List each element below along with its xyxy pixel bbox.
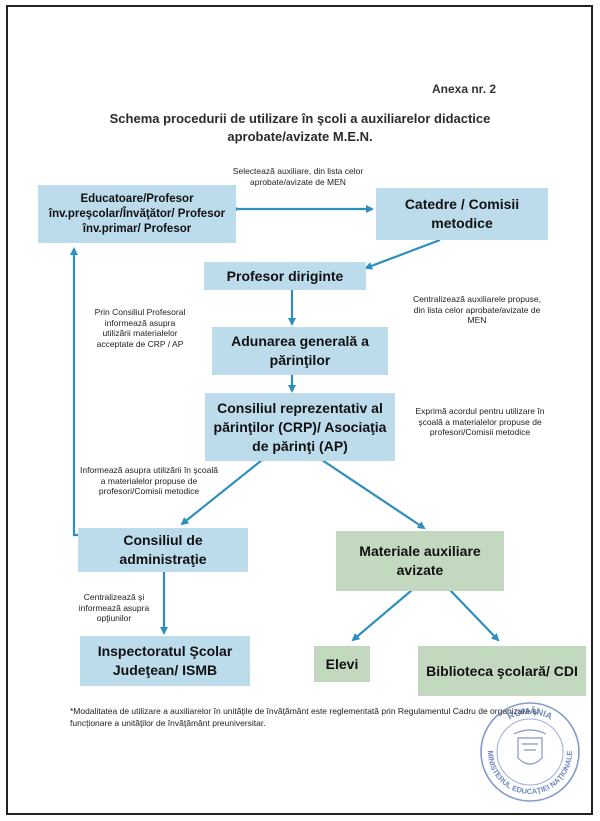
svg-text:ROMÂNIA: ROMÂNIA: [506, 705, 555, 722]
box-catedre: Catedre / Comisii metodice: [376, 188, 548, 240]
note-exprima-acordul: Exprimă acordul pentru utilizare în şcoa…: [415, 406, 545, 437]
coat-of-arms-icon: [513, 729, 547, 765]
footnote: *Modalitatea de utilizare a auxiliarelor…: [70, 706, 539, 728]
box-crp: Consiliul reprezentativ al părinţilor (C…: [205, 393, 395, 461]
arrow-catedre-diriginte: [364, 238, 441, 270]
box-adunarea-generala: Adunarea generală a părinţilor: [212, 327, 388, 375]
title-line-1: Schema procedurii de utilizare în şcoli …: [109, 111, 491, 126]
stamp-top-text: ROMÂNIA: [506, 705, 555, 722]
note-centralizeaza-optiuni: Centralizează şi informează asupra opţiu…: [78, 592, 150, 623]
box-consiliul-administratie: Consiliul de administraţie: [78, 528, 248, 572]
box-profesor-diriginte: Profesor diriginte: [204, 262, 366, 290]
box-materiale-auxiliare: Materiale auxiliare avizate: [336, 531, 504, 591]
title-line-2: aprobate/avizate M.E.N.: [227, 129, 373, 144]
arrow-materiale-biblioteca: [449, 589, 500, 642]
arrow-crp-consiliul: [180, 459, 263, 526]
ministry-stamp: ROMÂNIA MINISTERUL EDUCAŢIEI NAŢIONALE: [480, 702, 580, 802]
box-inspectoratul: Inspectoratul Şcolar Judeţean/ ISMB: [80, 636, 250, 686]
box-elevi: Elevi: [314, 646, 370, 682]
note-informeaza: Informează asupra utilizării în şcoală a…: [80, 465, 218, 496]
box-educatoare: Educatoare/Profesor înv.preşcolar/Învăţă…: [38, 185, 236, 243]
annex-label: Anexa nr. 2: [432, 82, 497, 96]
box-biblioteca: Biblioteca şcolară/ CDI: [418, 646, 586, 696]
arrow-materiale-elevi: [351, 589, 413, 642]
page-title: Schema procedurii de utilizare în şcoli …: [60, 110, 540, 146]
note-prin-consiliul: Prin Consiliul Profesoral informează asu…: [94, 307, 186, 349]
page-frame: [6, 5, 593, 815]
arrow-crp-materiale: [321, 459, 426, 530]
note-selecteaza: Selectează auxiliare, din lista celor ap…: [232, 166, 364, 187]
note-centralizeaza-auxiliare: Centralizează auxiliarele propuse, din l…: [412, 294, 542, 325]
